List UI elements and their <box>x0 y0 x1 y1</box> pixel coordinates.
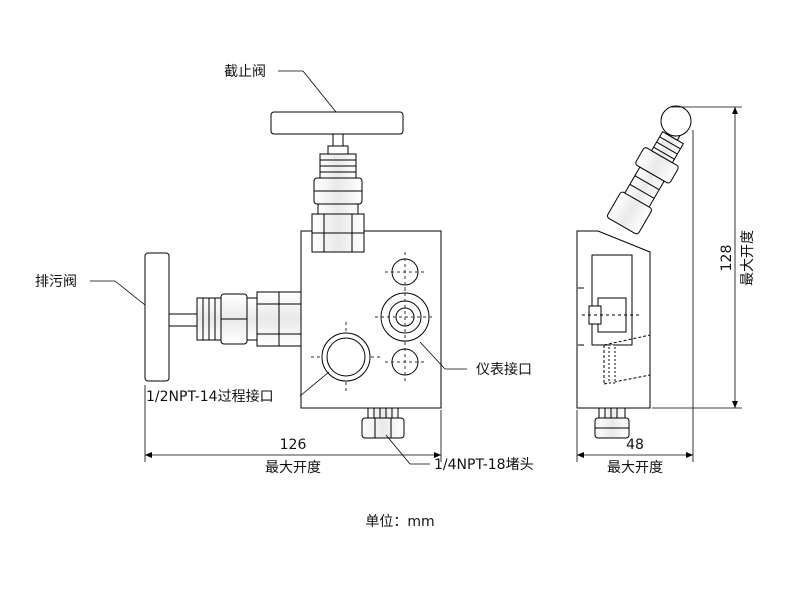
label-plug: 1/4NPT-18堵头 <box>434 457 534 473</box>
side-bottom-plug <box>594 407 630 439</box>
side-handwheel <box>660 105 692 137</box>
globe-valve-stem <box>311 153 365 253</box>
side-globe-valve <box>607 120 687 235</box>
dim-side-height-note: 最大开度 <box>740 230 756 286</box>
front-view <box>144 111 442 439</box>
dim-side-width: 48 <box>626 437 644 453</box>
dim-front-width-note: 最大开度 <box>265 460 321 476</box>
dimension-lines <box>90 70 742 465</box>
units-footer: 单位：mm <box>365 514 434 530</box>
label-instrument-port: 仪表接口 <box>476 361 532 378</box>
dim-front-width: 126 <box>280 437 307 453</box>
label-globe-valve: 截止阀 <box>224 64 266 80</box>
label-process-port: 1/2NPT-14过程接口 <box>146 388 274 405</box>
side-view <box>576 105 692 439</box>
bottom-plug <box>361 407 405 439</box>
dimension-arrows <box>145 107 738 458</box>
globe-valve-handwheel <box>270 111 404 135</box>
drain-valve-handwheel <box>144 252 170 382</box>
dim-side-height: 128 <box>719 245 735 272</box>
dim-side-width-note: 最大开度 <box>607 460 663 476</box>
label-drain-valve: 排污阀 <box>35 274 77 290</box>
drain-valve-stem <box>196 291 302 347</box>
process-port-hole <box>321 332 371 382</box>
